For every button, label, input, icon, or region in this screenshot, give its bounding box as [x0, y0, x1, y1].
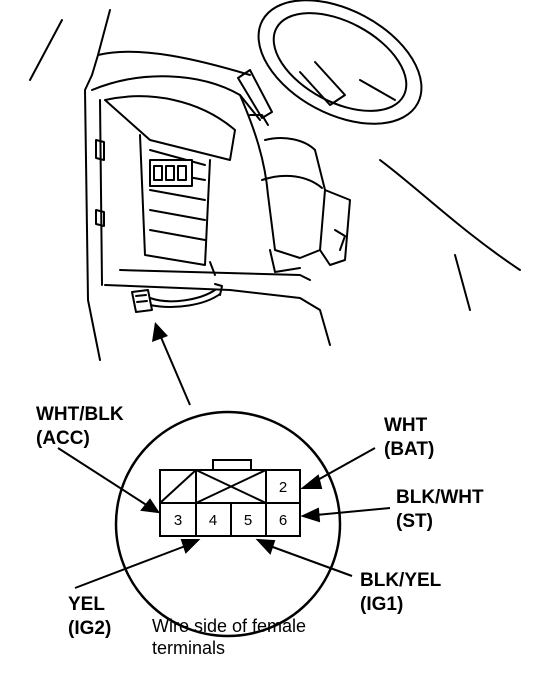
- label-yel: YEL: [68, 594, 105, 615]
- label-blk-wht: BLK/WHT: [396, 487, 484, 508]
- label-blk-yel: BLK/YEL: [360, 570, 442, 591]
- pin-6: 6: [279, 512, 287, 529]
- label-acc: (ACC): [36, 428, 90, 449]
- caption-line-1: Wire side of female: [152, 616, 306, 636]
- label-st: (ST): [396, 511, 433, 532]
- dashboard-illustration: [29, 0, 521, 361]
- pin-5: 5: [244, 512, 252, 529]
- label-bat: (BAT): [384, 439, 434, 460]
- pointer-arrow: [152, 322, 191, 406]
- pin-2: 2: [279, 479, 287, 496]
- pin-3: 3: [174, 512, 182, 529]
- label-ig2: (IG2): [68, 618, 111, 639]
- label-wht: WHT: [384, 415, 428, 436]
- connector-face: [159, 459, 301, 537]
- pin-4: 4: [209, 512, 217, 529]
- caption-line-2: terminals: [152, 638, 225, 658]
- label-wht-blk: WHT/BLK: [36, 404, 124, 425]
- leader-lines: [57, 447, 391, 589]
- label-ig1: (IG1): [360, 594, 403, 615]
